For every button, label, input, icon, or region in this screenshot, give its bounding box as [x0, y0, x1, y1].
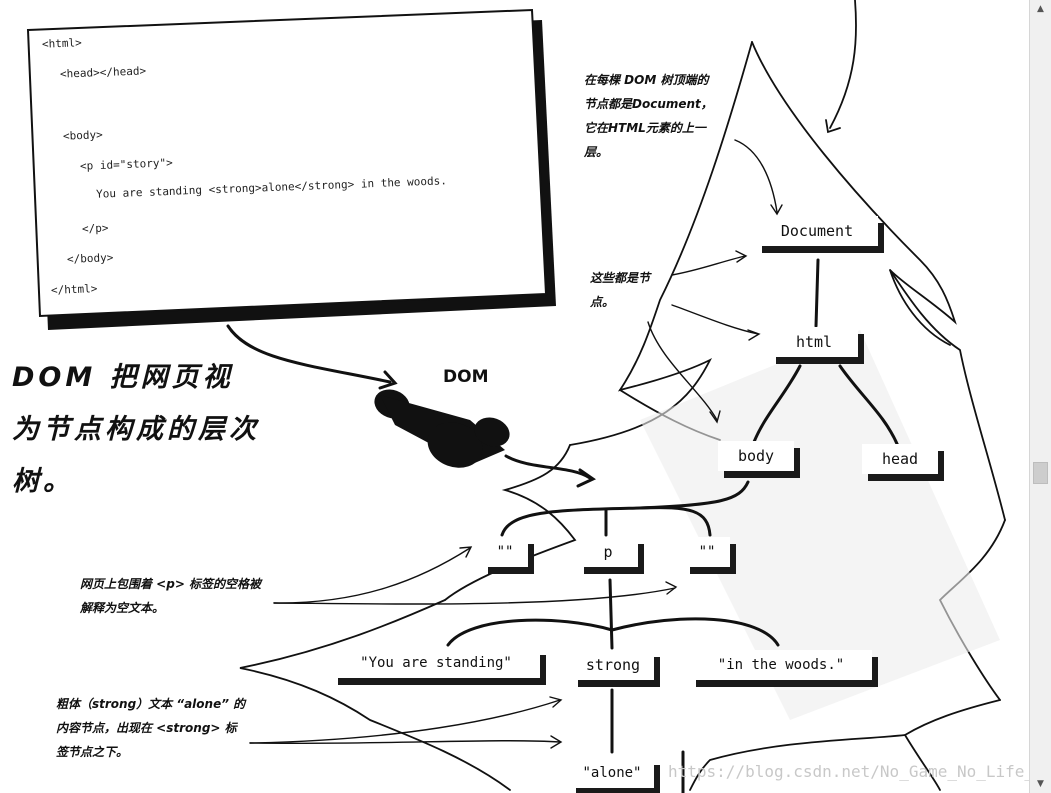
- scrollbar-thumb[interactable]: [1033, 462, 1048, 484]
- node-text-standing: "You are standing": [332, 648, 540, 678]
- node-html: html: [770, 327, 858, 357]
- note-whitespace-text: 网页上包围着 <p> 标签的空格被解释为空文本。: [80, 577, 262, 615]
- note-these-are-nodes: 这些都是节点。: [590, 271, 651, 309]
- node-whitespace-right: "": [684, 537, 730, 567]
- scroll-up-icon[interactable]: ▲: [1037, 4, 1044, 14]
- code-paper: [26, 8, 548, 318]
- code-line: <body>: [62, 128, 103, 143]
- node-body: body: [718, 441, 794, 471]
- vertical-scrollbar[interactable]: ▲ ▼: [1029, 0, 1051, 793]
- arrows: [226, 324, 597, 488]
- node-text-woods: "in the woods.": [690, 650, 872, 680]
- watermark-seal: [640, 330, 1000, 720]
- note-document-top: 在每棵 DOM 树顶端的节点都是Document，它在HTML元素的上一层。: [584, 73, 713, 159]
- tree-edges: [446, 258, 900, 793]
- node-strong: strong: [572, 650, 654, 680]
- note-strong-text: 粗体（strong）文本 “alone” 的内容节点，出现在 <strong> …: [56, 697, 246, 759]
- binoculars-icon: [374, 389, 510, 468]
- note-arrows: [249, 139, 783, 749]
- diagram-artwork: [26, 0, 1006, 793]
- code-line: </body>: [66, 251, 114, 266]
- code-line: </p>: [81, 221, 109, 236]
- node-p: p: [578, 537, 638, 567]
- binoculars-label: DOM: [443, 367, 489, 387]
- node-text-alone: "alone": [570, 758, 654, 788]
- node-whitespace-left: "": [482, 537, 528, 567]
- scroll-down-icon[interactable]: ▼: [1037, 779, 1044, 789]
- page-title: DOM 把网页视为节点构成的层次树。: [12, 362, 260, 497]
- node-document: Document: [756, 216, 878, 246]
- tree-outline: [239, 0, 1006, 791]
- watermark-url: https://blog.csdn.net/No_Game_No_Life_: [668, 762, 1035, 781]
- code-line: <html>: [41, 36, 82, 51]
- node-head: head: [862, 444, 938, 474]
- code-line: </html>: [50, 282, 98, 297]
